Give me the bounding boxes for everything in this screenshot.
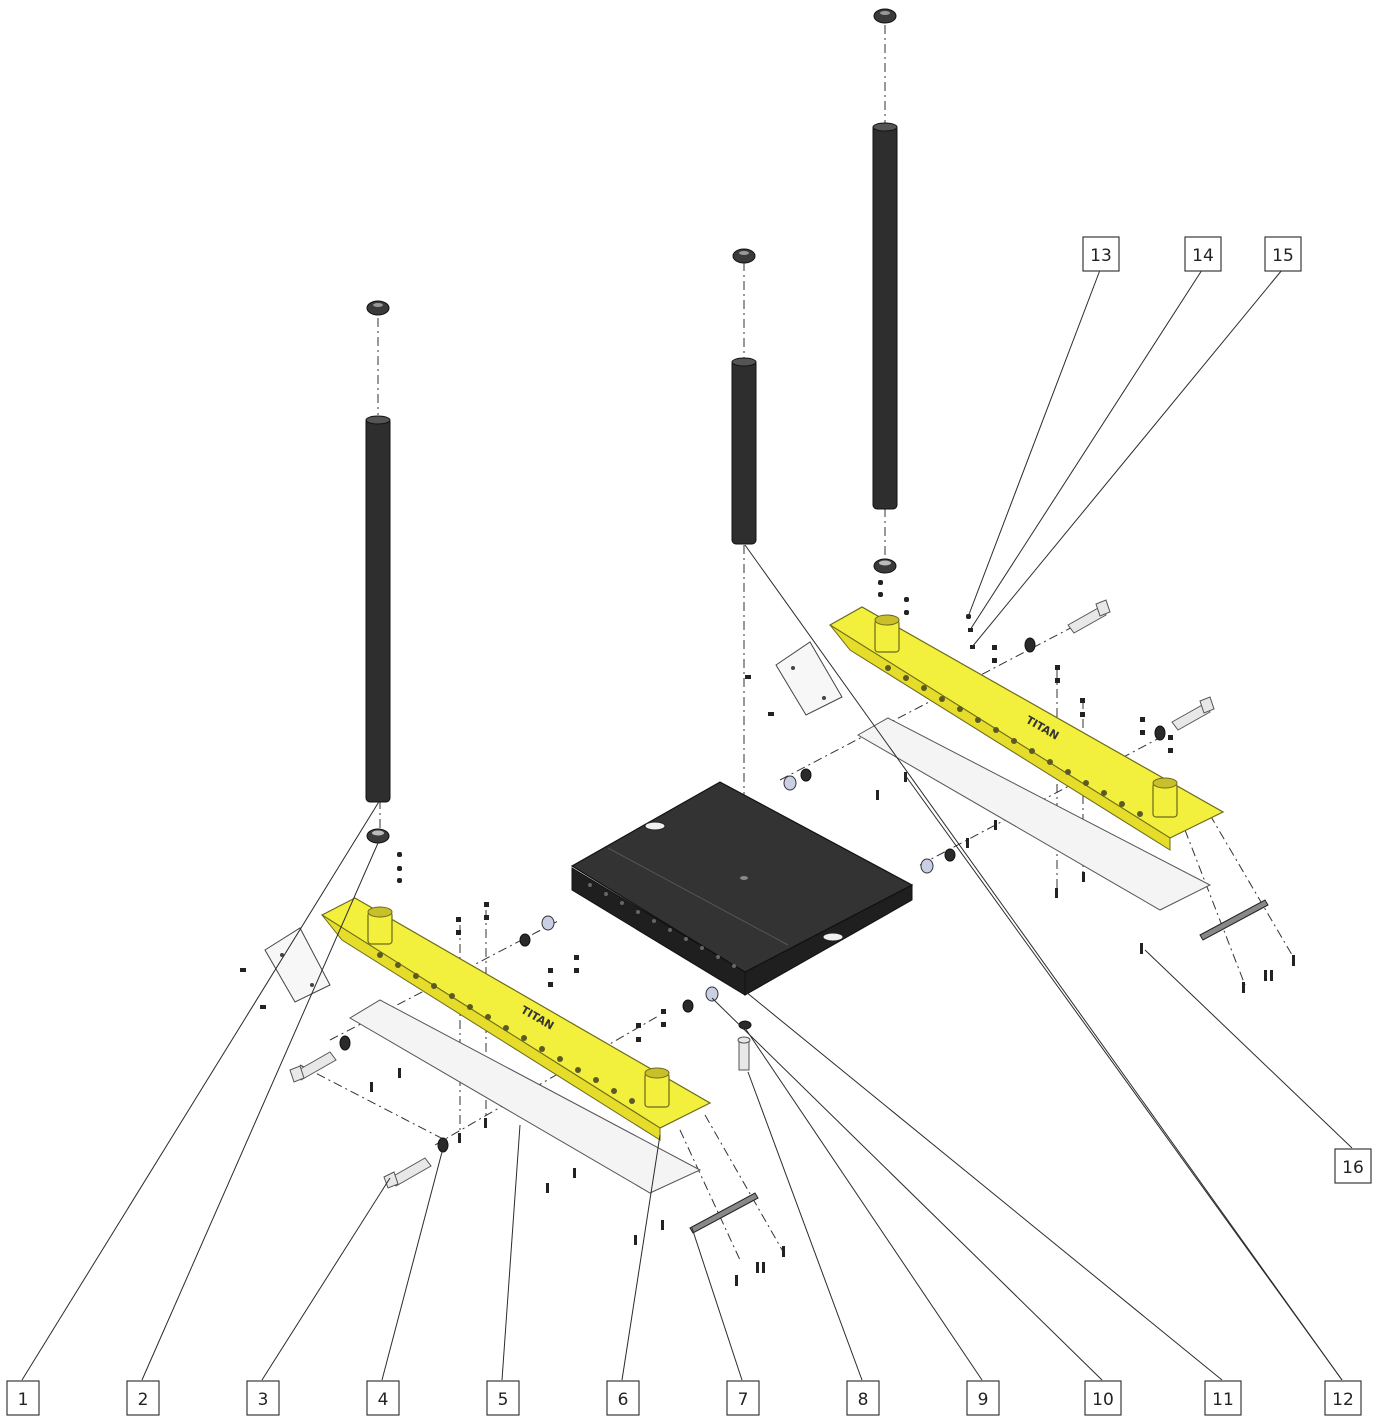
- base-plate: [570, 781, 914, 996]
- callout-10: 10: [1084, 1380, 1122, 1416]
- left-rail: TITAN: [320, 897, 712, 1141]
- callout-6: 6: [606, 1380, 640, 1416]
- tube-left: [365, 415, 391, 803]
- callout-12: 12: [1324, 1380, 1362, 1416]
- right-fasteners: [240, 580, 1295, 1009]
- right-cover-strip: [856, 717, 1212, 911]
- right-clamp: [1199, 899, 1269, 941]
- svg-text:9: 9: [978, 1390, 989, 1410]
- svg-text:12: 12: [1332, 1390, 1354, 1410]
- left-clamp: [689, 1192, 759, 1234]
- svg-text:15: 15: [1272, 246, 1294, 266]
- svg-text:2: 2: [138, 1390, 149, 1410]
- callout-15: 15: [1264, 236, 1302, 272]
- svg-text:8: 8: [858, 1390, 869, 1410]
- svg-text:6: 6: [618, 1390, 629, 1410]
- svg-text:14: 14: [1192, 246, 1214, 266]
- callout-11: 11: [1204, 1380, 1242, 1416]
- callout-5: 5: [486, 1380, 520, 1416]
- tube-center: [731, 357, 757, 545]
- callout-8: 8: [846, 1380, 880, 1416]
- svg-text:4: 4: [378, 1390, 389, 1410]
- svg-text:5: 5: [498, 1390, 509, 1410]
- end-caps: [366, 8, 897, 844]
- callout-16: 16: [1334, 1148, 1372, 1184]
- callout-13: 13: [1082, 236, 1120, 272]
- svg-text:11: 11: [1212, 1390, 1234, 1410]
- svg-text:3: 3: [258, 1390, 269, 1410]
- callout-7: 7: [726, 1380, 760, 1416]
- callout-4: 4: [366, 1380, 400, 1416]
- leader-lines: [21, 269, 1353, 1381]
- left-corner-bracket: [264, 927, 331, 1003]
- callout-3: 3: [246, 1380, 280, 1416]
- svg-text:16: 16: [1342, 1158, 1364, 1178]
- left-fasteners: [289, 852, 785, 1286]
- callout-1: 1: [6, 1380, 40, 1416]
- left-cover-strip: [349, 999, 702, 1194]
- right-corner-bracket: [775, 641, 843, 716]
- callouts: 1 2 3 4 5 6 7 8 9 10 11 12 13 14 15 16: [6, 236, 1372, 1416]
- callout-14: 14: [1184, 236, 1222, 272]
- svg-text:1: 1: [18, 1390, 29, 1410]
- tube-right: [872, 122, 898, 510]
- svg-text:13: 13: [1090, 246, 1112, 266]
- callout-9: 9: [966, 1380, 1000, 1416]
- svg-text:10: 10: [1092, 1390, 1114, 1410]
- callout-2: 2: [126, 1380, 160, 1416]
- svg-text:7: 7: [738, 1390, 749, 1410]
- right-rail: TITAN: [828, 606, 1225, 851]
